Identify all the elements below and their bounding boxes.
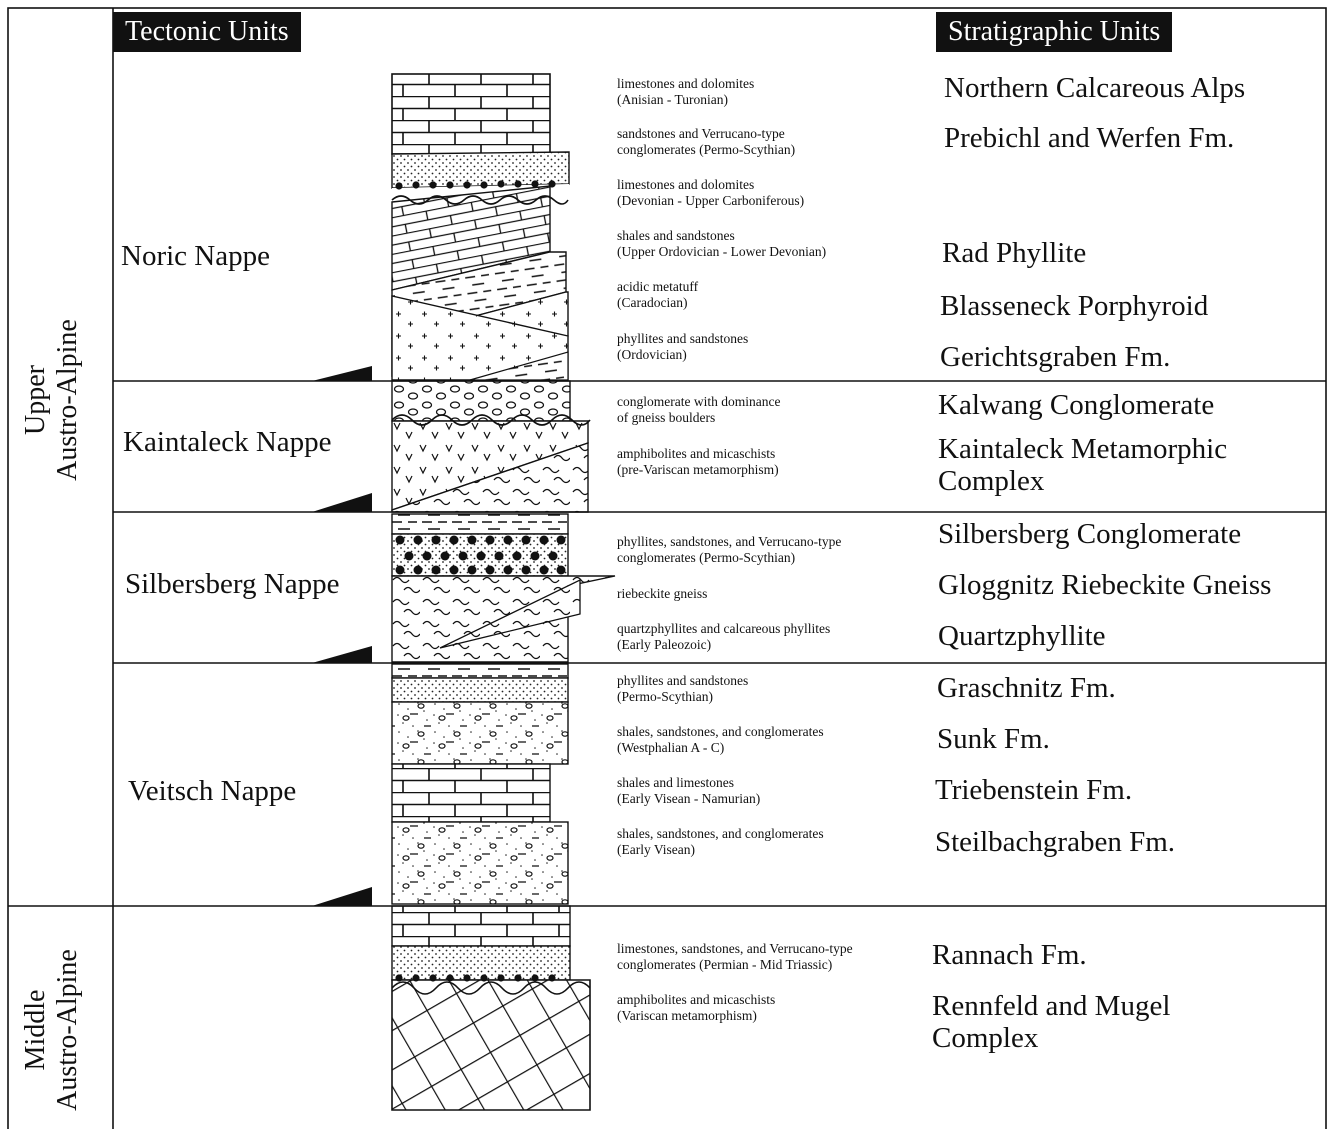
layer-description: phyllites, sandstones, and Verrucano-typ… bbox=[617, 534, 841, 566]
layer-description: limestones and dolomites(Devonian - Uppe… bbox=[617, 177, 804, 209]
stratigraphic-unit-label: Rannach Fm. bbox=[932, 939, 1087, 971]
nappe-veitsch: Veitsch Nappe bbox=[128, 775, 296, 808]
layer-description: riebeckite gneiss bbox=[617, 586, 707, 602]
stratigraphic-unit-label: Rad Phyllite bbox=[942, 237, 1086, 269]
layer-description: limestones and dolomites(Anisian - Turon… bbox=[617, 76, 754, 108]
stratigraphic-unit-label: Graschnitz Fm. bbox=[937, 672, 1116, 704]
layer-description: shales and limestones(Early Visean - Nam… bbox=[617, 775, 760, 807]
stratigraphic-unit-label: Sunk Fm. bbox=[937, 723, 1050, 755]
nappe-noric: Noric Nappe bbox=[121, 240, 270, 273]
layer-description: shales and sandstones(Upper Ordovician -… bbox=[617, 228, 826, 260]
stratigraphic-units-header: Stratigraphic Units bbox=[936, 12, 1172, 52]
stratigraphic-unit-label: Blasseneck Porphyroid bbox=[940, 290, 1208, 322]
stratigraphic-unit-label: Gerichtsgraben Fm. bbox=[940, 341, 1170, 373]
layer-description: amphibolites and micaschists(pre-Varisca… bbox=[617, 446, 779, 478]
stratigraphic-unit-label: Prebichl and Werfen Fm. bbox=[944, 122, 1234, 154]
layer-description: quartzphyllites and calcareous phyllites… bbox=[617, 621, 830, 653]
layer-description: shales, sandstones, and conglomerates(Ea… bbox=[617, 826, 824, 858]
stratigraphic-unit-label: Steilbachgraben Fm. bbox=[935, 826, 1175, 858]
stratigraphic-unit-label: Triebenstein Fm. bbox=[935, 774, 1132, 806]
tectonic-units-header: Tectonic Units bbox=[113, 12, 301, 52]
nappe-kaintaleck: Kaintaleck Nappe bbox=[123, 426, 332, 459]
layer-description: shales, sandstones, and conglomerates(We… bbox=[617, 724, 824, 756]
layer-description: acidic metatuff(Caradocian) bbox=[617, 279, 698, 311]
stratigraphic-unit-label: Northern Calcareous Alps bbox=[944, 72, 1245, 104]
stratigraphic-unit-label: Silbersberg Conglomerate bbox=[938, 518, 1241, 550]
stratigraphic-unit-label: Kalwang Conglomerate bbox=[938, 389, 1214, 421]
layer-description: limestones, sandstones, and Verrucano-ty… bbox=[617, 941, 853, 973]
stratigraphic-unit-label: Gloggnitz Riebeckite Gneiss bbox=[938, 569, 1271, 601]
layer-description: phyllites and sandstones(Ordovician) bbox=[617, 331, 748, 363]
layer-description: phyllites and sandstones(Permo-Scythian) bbox=[617, 673, 748, 705]
stratigraphic-unit-label: Quartzphyllite bbox=[938, 620, 1106, 652]
layer-description: amphibolites and micaschists(Variscan me… bbox=[617, 992, 775, 1024]
nappe-silbersberg: Silbersberg Nappe bbox=[125, 568, 340, 601]
